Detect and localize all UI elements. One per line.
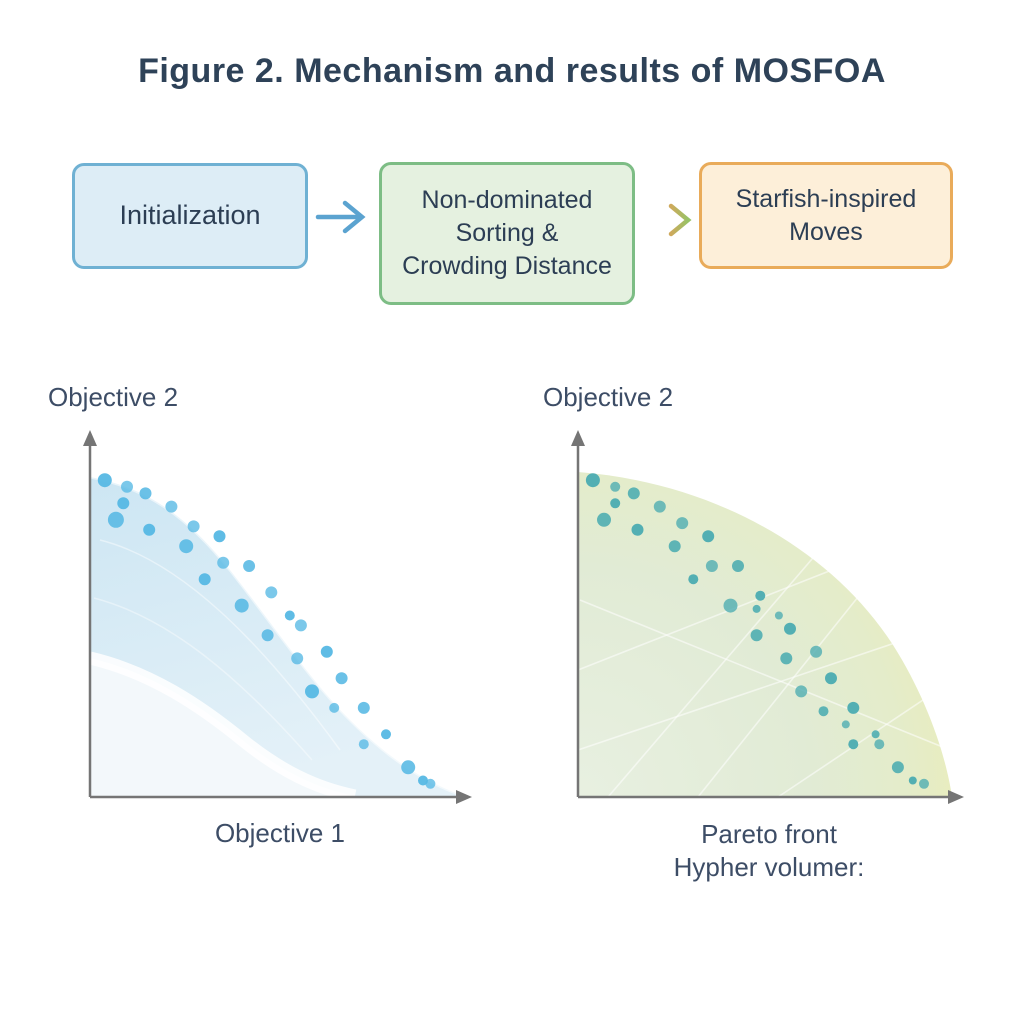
scatter-dot — [320, 645, 333, 658]
scatter-dot — [871, 730, 880, 739]
figure-title: Figure 2. Mechanism and results of MOSFO… — [138, 52, 886, 90]
scatter-dot — [234, 598, 249, 613]
scatter-dot — [653, 500, 666, 513]
left-chart-axes — [83, 430, 472, 804]
scatter-dot — [723, 598, 738, 613]
scatter-dot — [97, 473, 112, 488]
scatter-dot — [847, 701, 860, 714]
scatter-dot — [187, 520, 200, 533]
scatter-dot — [291, 652, 304, 665]
scatter-dot — [908, 776, 917, 785]
scatter-dot — [795, 685, 808, 698]
scatter-dot — [381, 729, 391, 740]
scatter-dot — [198, 573, 211, 586]
scatter-dot — [425, 778, 436, 789]
left-chart-xlabel: Objective 1 — [214, 818, 346, 848]
scatter-dot — [848, 739, 859, 750]
scatter-dot — [117, 497, 130, 510]
flow-step-starfish-moves: Starfish-inspired Moves — [699, 162, 953, 269]
right-chart-axes — [571, 430, 964, 804]
scatter-dot — [784, 622, 796, 635]
scatter-dot — [841, 720, 850, 729]
scatter-dot — [401, 760, 416, 775]
scatter-dot — [919, 778, 929, 789]
scatter-dot — [774, 611, 783, 620]
scatter-dot — [818, 706, 829, 717]
left-chart-ylabel: Objective 2 — [48, 382, 179, 412]
scatter-dot — [780, 652, 793, 665]
scatter-dot — [874, 739, 885, 750]
right-chart-xlabel-line2: Hypher volumer: — [673, 851, 865, 882]
scatter-dot — [688, 574, 699, 585]
scatter-dot — [627, 487, 640, 500]
scatter-dot — [597, 512, 611, 527]
scatter-dot — [165, 500, 178, 513]
right-chart-xlabel: Pareto front Hypher volumer: — [568, 818, 970, 883]
flow-step-label: Starfish-inspired Moves — [735, 184, 917, 246]
scatter-points — [97, 473, 436, 789]
scatter-dot — [825, 672, 837, 685]
scatter-dot — [810, 645, 823, 658]
flow-arrow-1-icon — [315, 200, 366, 234]
scatter-dot — [335, 672, 348, 685]
scatter-dot — [243, 560, 256, 572]
scatter-dot — [732, 560, 744, 572]
scatter-dot — [284, 610, 295, 621]
left-pareto-chart — [83, 430, 472, 804]
scatter-dot — [755, 590, 766, 601]
scatter-dot — [610, 498, 621, 509]
scatter-dot — [107, 511, 124, 528]
flow-step-label: Non-dominated Sorting & Crowding Distanc… — [402, 186, 612, 280]
flow-step-sorting-crowding: Non-dominated Sorting & Crowding Distanc… — [379, 162, 635, 305]
right-chart-region — [577, 472, 952, 798]
flow-arrow-2-icon — [643, 203, 692, 237]
scatter-dot — [705, 560, 718, 572]
scatter-dot — [631, 523, 644, 536]
scatter-dot — [265, 586, 278, 599]
scatter-dot — [213, 530, 226, 543]
flow-step-label: Initialization — [119, 200, 261, 231]
scatter-dot — [752, 604, 761, 613]
right-chart-ylabel: Objective 2 — [543, 382, 674, 412]
scatter-dot — [139, 487, 152, 500]
right-chart-xlabel-line1: Pareto front — [701, 819, 837, 849]
scatter-dot — [305, 684, 319, 699]
scatter-dot — [261, 629, 274, 642]
scatter-dot — [143, 523, 156, 536]
scatter-dot — [610, 481, 621, 492]
scatter-dot — [179, 539, 194, 554]
right-pareto-chart — [571, 430, 964, 804]
scatter-dot — [358, 739, 369, 750]
scatter-points — [585, 473, 929, 789]
scatter-dot — [217, 556, 230, 569]
scatter-dot — [750, 629, 763, 642]
scatter-dot — [357, 701, 370, 714]
flow-step-initialization: Initialization — [72, 163, 308, 269]
scatter-dot — [891, 761, 904, 774]
scatter-dot — [668, 540, 681, 553]
scatter-dot — [121, 480, 133, 493]
scatter-dot — [702, 530, 715, 543]
scatter-dot — [585, 473, 600, 488]
scatter-dot — [329, 702, 340, 713]
left-chart-region — [88, 475, 468, 803]
scatter-dot — [676, 517, 689, 530]
scatter-dot — [294, 619, 307, 632]
